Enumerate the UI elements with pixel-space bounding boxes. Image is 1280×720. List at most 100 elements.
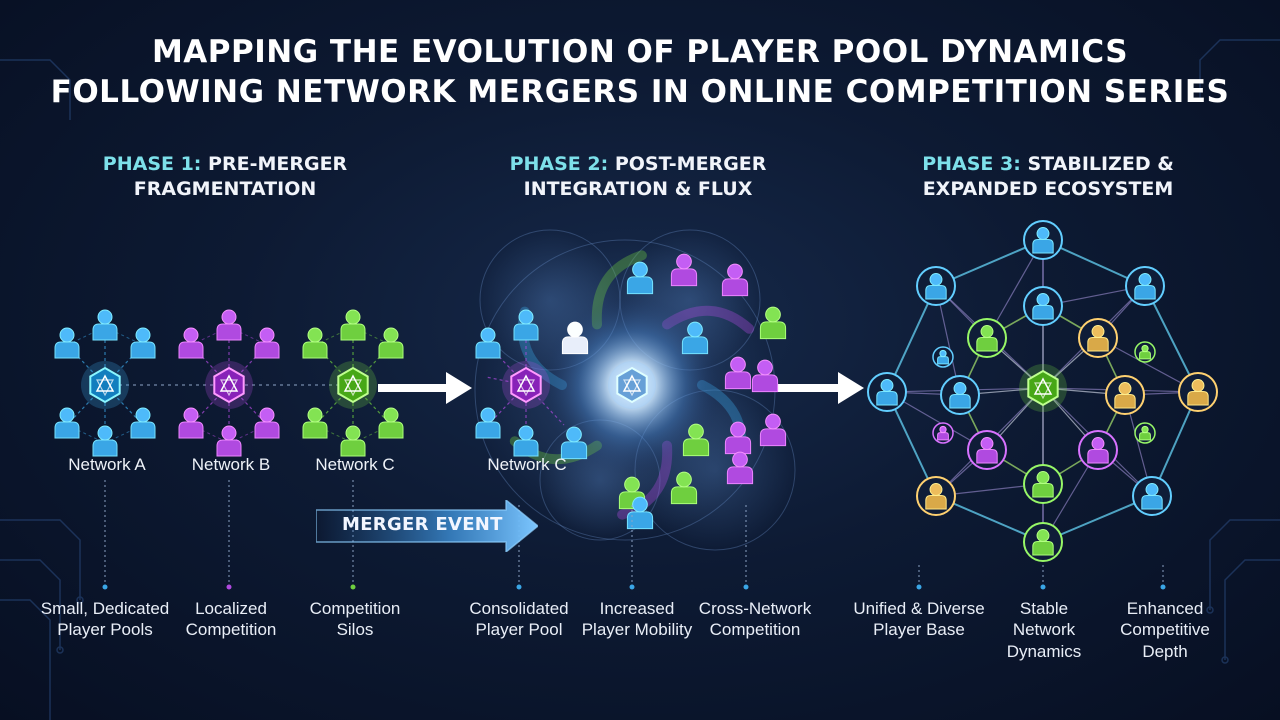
player-body [475, 341, 501, 359]
hub-triangle [516, 374, 536, 392]
player-icon [513, 425, 539, 457]
player-icon [724, 356, 752, 390]
ecosystem-player-node [1032, 293, 1054, 320]
player-head [929, 483, 943, 496]
hub-hexagon [89, 366, 121, 404]
small-player-icon [937, 349, 949, 365]
player-body [513, 323, 539, 341]
player-head [97, 309, 113, 325]
phase-3-name-line2: EXPANDED ECOSYSTEM [922, 177, 1174, 200]
player-body [726, 466, 754, 485]
player-icon [54, 327, 80, 359]
hub-hexagon [337, 366, 369, 404]
player-head [765, 306, 781, 323]
bottom-label-5-line1: Increased [599, 599, 675, 618]
player-icon [560, 426, 588, 460]
hub-triangle-inner [96, 379, 114, 397]
player-head [730, 421, 746, 438]
player-icon [721, 263, 749, 297]
bottom-label-8-line2: Network [1012, 620, 1076, 640]
player-body [759, 321, 787, 340]
player-icon [302, 327, 328, 359]
player-head [676, 253, 692, 270]
player-head [1036, 471, 1050, 484]
player-icon [670, 471, 698, 505]
player-icon [726, 451, 754, 485]
player-body [378, 421, 404, 439]
player-body [670, 486, 698, 505]
phase-3-number: PHASE 3: [922, 153, 1021, 175]
ecosystem-player-node [976, 325, 998, 352]
phase-1-name-line1: PRE-MERGER [208, 153, 348, 175]
bottom-label-6-line2: Competition [709, 620, 801, 640]
player-head [624, 476, 640, 493]
player-head [307, 327, 323, 343]
player-body [254, 421, 280, 439]
player-head [566, 426, 582, 443]
label-leader-dot [916, 584, 922, 590]
hub-hexagon [616, 366, 648, 404]
merge-core-hub [608, 361, 656, 409]
bottom-label-1-line2: Player Pools [57, 620, 153, 640]
bottom-label-1-line1: Small, Dedicated [40, 599, 170, 618]
player-body [302, 341, 328, 359]
network-c-label: Network C [315, 455, 395, 474]
bottom-label-7-line1: Unified & Diverse [853, 599, 985, 618]
player-body [92, 323, 118, 341]
player-head [1036, 529, 1050, 542]
player-body [54, 421, 80, 439]
player-body [876, 390, 898, 406]
phase-2-number: PHASE 2: [509, 153, 609, 175]
player-icon [513, 309, 539, 341]
small-player-icon [1139, 425, 1151, 441]
arrow-head [838, 372, 864, 404]
label-leader-dot [743, 584, 749, 590]
player-icon [178, 327, 204, 359]
player-body [561, 336, 589, 355]
player-head [59, 327, 75, 343]
label-leader-dot [102, 584, 108, 590]
player-icon [626, 496, 654, 530]
phase-3-heading: PHASE 3: STABILIZED & EXPANDED ECOSYSTEM [868, 152, 1228, 201]
player-body [751, 374, 779, 393]
ecosystem-player-node [925, 273, 947, 300]
player-head [676, 471, 692, 488]
bottom-label-9-line3: Depth [1142, 641, 1188, 661]
player-body [54, 341, 80, 359]
player-head [383, 327, 399, 343]
hub-triangle [95, 374, 115, 392]
player-head [727, 263, 743, 280]
player-body [1032, 540, 1054, 556]
network-c-cluster-hub [329, 361, 377, 409]
player-head [518, 425, 534, 441]
player-body [340, 323, 366, 341]
player-icon [724, 421, 752, 455]
player-head [135, 407, 151, 423]
label-leader-dot [1160, 584, 1166, 590]
bottom-label-8-line3: Dynamics [1006, 641, 1082, 661]
player-icon [340, 425, 366, 457]
player-head [1036, 293, 1050, 306]
player-icon [130, 407, 156, 439]
player-head [1145, 483, 1159, 496]
player-body [681, 336, 709, 355]
player-head [929, 273, 943, 286]
player-icon [475, 407, 501, 439]
player-body [976, 448, 998, 464]
player-head [183, 327, 199, 343]
player-head [765, 413, 781, 430]
player-icon [340, 309, 366, 341]
ecosystem-player-node [949, 382, 971, 409]
label-leader-dot [516, 584, 522, 590]
player-icon [475, 327, 501, 359]
phase-1-number: PHASE 1: [102, 153, 202, 175]
player-body [1187, 390, 1209, 406]
player-icon [561, 321, 589, 355]
bottom-label-5-line2: Player Mobility [581, 620, 693, 640]
bottom-label-4-line1: Consolidated [469, 599, 569, 618]
network-c-phase2-label: Network C [487, 455, 567, 474]
player-head [757, 359, 773, 376]
